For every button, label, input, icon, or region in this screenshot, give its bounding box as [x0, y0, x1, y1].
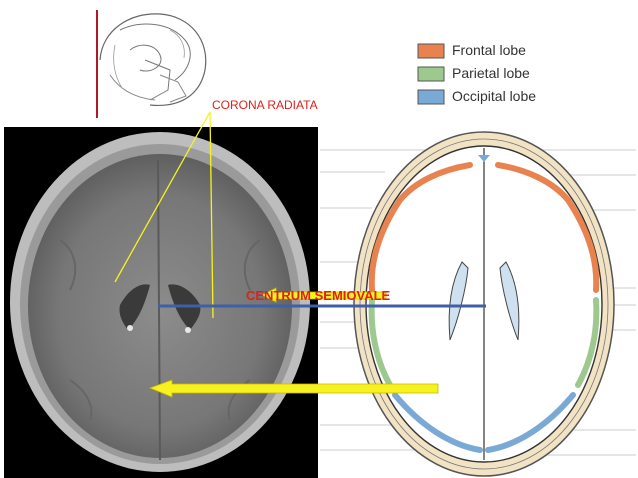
legend-label-frontal: Frontal lobe	[452, 42, 526, 58]
legend-label-parietal: Parietal lobe	[452, 65, 530, 81]
centrum-semiovale-label: CENTRUM SEMIOVALE	[246, 288, 391, 303]
skull-sketch	[96, 10, 207, 118]
centrum-semiovale-arrow	[261, 287, 387, 303]
corona-radiata-pointers	[114, 111, 214, 319]
corona-radiata-label: CORONA RADIATA	[212, 98, 318, 112]
legend-swatch-parietal	[417, 66, 445, 82]
legend-label-occipital: Occipital lobe	[452, 88, 537, 104]
legend-swatch-frontal	[417, 43, 445, 59]
legend	[417, 43, 445, 105]
legend-swatch-occipital	[417, 89, 445, 105]
occipital-arrow	[148, 379, 439, 398]
